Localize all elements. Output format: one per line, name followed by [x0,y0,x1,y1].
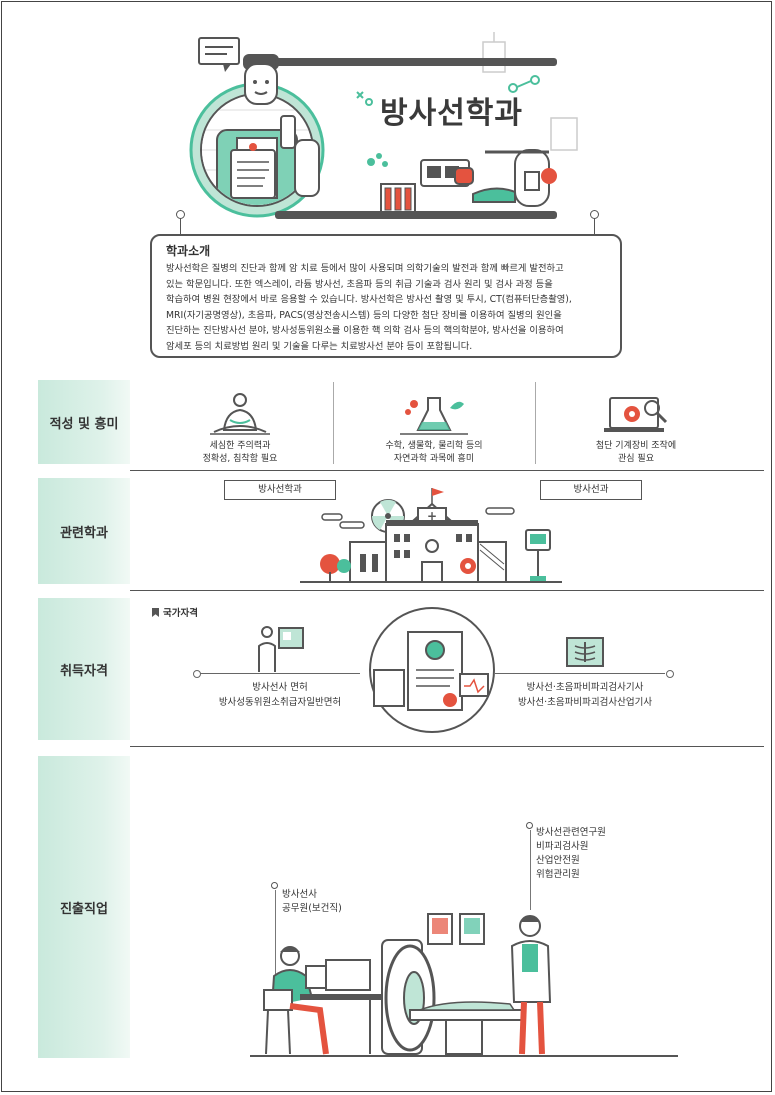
qualification-item: 방사선·초음파비파괴검사산업기사 [517,697,653,708]
laptop-gear-icon [604,397,668,432]
badge-text: 국가자격 [163,608,198,619]
career-item: 방사선사 [282,889,317,900]
aptitude-text: 첨단 기계장비 조작에 관심 필요 [536,440,736,466]
intro-body: 방사선학은 질병의 진단과 함께 암 치료 등에서 많이 사용되며 의학기술의 … [166,261,606,355]
board-bottom-bar [275,211,557,219]
section-label-qualification: 취득자격 [38,598,130,740]
section-label-careers: 진출직업 [38,756,130,1058]
lab-flask-icon [400,397,468,435]
aptitude-text: 세심한 주의력과 정확성, 침착함 필요 [140,440,340,466]
hospital-illustration: + [300,488,562,583]
leader-line-left [200,673,360,674]
related-tag: 방사선학과 [224,480,336,500]
aptitude-text-line: 수학, 생물학, 물리학 등의 [385,441,483,451]
intro-line: 방사선학은 질병의 진단과 함께 암 치료 등에서 많이 사용되며 의학기술의 … [166,263,564,274]
intro-line: 학습하여 병원 현장에서 바로 응용할 수 있습니다. 방사선학은 방사선 촬영… [166,294,572,306]
meditation-icon [210,393,270,435]
certificate-illustration [369,607,495,733]
board-top-bar [275,58,557,66]
aptitude-text-line: 세심한 주의력과 [209,441,271,451]
section-divider [130,746,764,747]
aptitude-separator [535,382,536,464]
aptitude-text-line: 정확성, 침착함 필요 [202,454,278,464]
intro-line: MRI(자기공명영상), 초음파, PACS(영상전송시스템) 등의 다양한 첨… [166,309,562,321]
aptitude-item: 수학, 생물학, 물리학 등의 자연과학 과목에 흥미 [334,382,534,464]
career-item: 공무원(보건직) [282,903,342,914]
doctor-illustration [189,32,578,218]
svg-text:+: + [427,509,437,523]
intro-line: 암세포 등의 치료방법 원리 및 기술을 다루는 치료방사선 분야 등이 포함됩… [166,340,473,352]
career-pin-2 [526,822,533,829]
aptitude-text-line: 첨단 기계장비 조작에 [595,441,677,451]
section-divider [130,590,764,591]
section-label-related: 관련학과 [38,478,130,584]
intro-line: 진단하는 진단방사선 분야, 방사성동위원소를 이용한 핵 의학 검사 등의 핵… [166,325,564,337]
aptitude-text: 수학, 생물학, 물리학 등의 자연과학 과목에 흥미 [334,440,534,466]
career-item: 방사선관련연구원 [536,827,606,838]
aptitude-item: 세심한 주의력과 정확성, 침착함 필요 [140,382,340,464]
bookmark-icon [152,608,159,617]
section-divider [130,470,764,471]
intro-title: 학과소개 [166,244,211,258]
career-item: 비파괴검사원 [536,841,589,852]
ct-scan-illustration [250,913,678,1057]
career-item: 산업안전원 [536,855,580,866]
intro-line: 있는 학문입니다. 또한 엑스레이, 라듐 방사선, 초음파 등의 취급 기술과… [166,278,553,290]
section-label-aptitude: 적성 및 흥미 [38,380,130,464]
xray-icon [566,637,604,667]
qualification-left: 방사선사 면허 방사성동위원소취급자일반면허 [200,680,360,710]
aptitude-item: 첨단 기계장비 조작에 관심 필요 [536,382,736,464]
qualification-right: 방사선·초음파비파괴검사기사 방사선·초음파비파괴검사산업기사 [500,680,670,710]
pin-left-line [180,218,181,234]
department-title: 방사선학과 [380,96,523,131]
pin-right-line [594,218,595,234]
qualification-item: 방사성동위원소취급자일반면허 [218,697,342,708]
leader-line-right [495,673,665,674]
national-cert-badge: 국가자격 [152,605,198,619]
career-group-2: 방사선관련연구원 비파괴검사원 산업안전원 위험관리원 [536,826,606,882]
aptitude-text-line: 관심 필요 [618,454,654,464]
career-line-2 [530,830,531,910]
person-card-icon [258,626,304,672]
aptitude-separator [333,382,334,464]
career-group-1: 방사선사 공무원(보건직) [282,888,342,916]
leader-dot-left [193,670,201,678]
related-tag: 방사선과 [540,480,642,500]
intro-box: 학과소개 방사선학은 질병의 진단과 함께 암 치료 등에서 많이 사용되며 의… [150,234,622,358]
aptitude-text-line: 자연과학 과목에 흥미 [393,454,475,464]
career-line-1 [275,890,276,985]
leader-dot-right [666,670,674,678]
qualification-item: 방사선·초음파비파괴검사기사 [526,682,644,693]
qualification-item: 방사선사 면허 [252,682,308,693]
career-item: 위험관리원 [536,869,580,880]
career-pin-1 [271,882,278,889]
